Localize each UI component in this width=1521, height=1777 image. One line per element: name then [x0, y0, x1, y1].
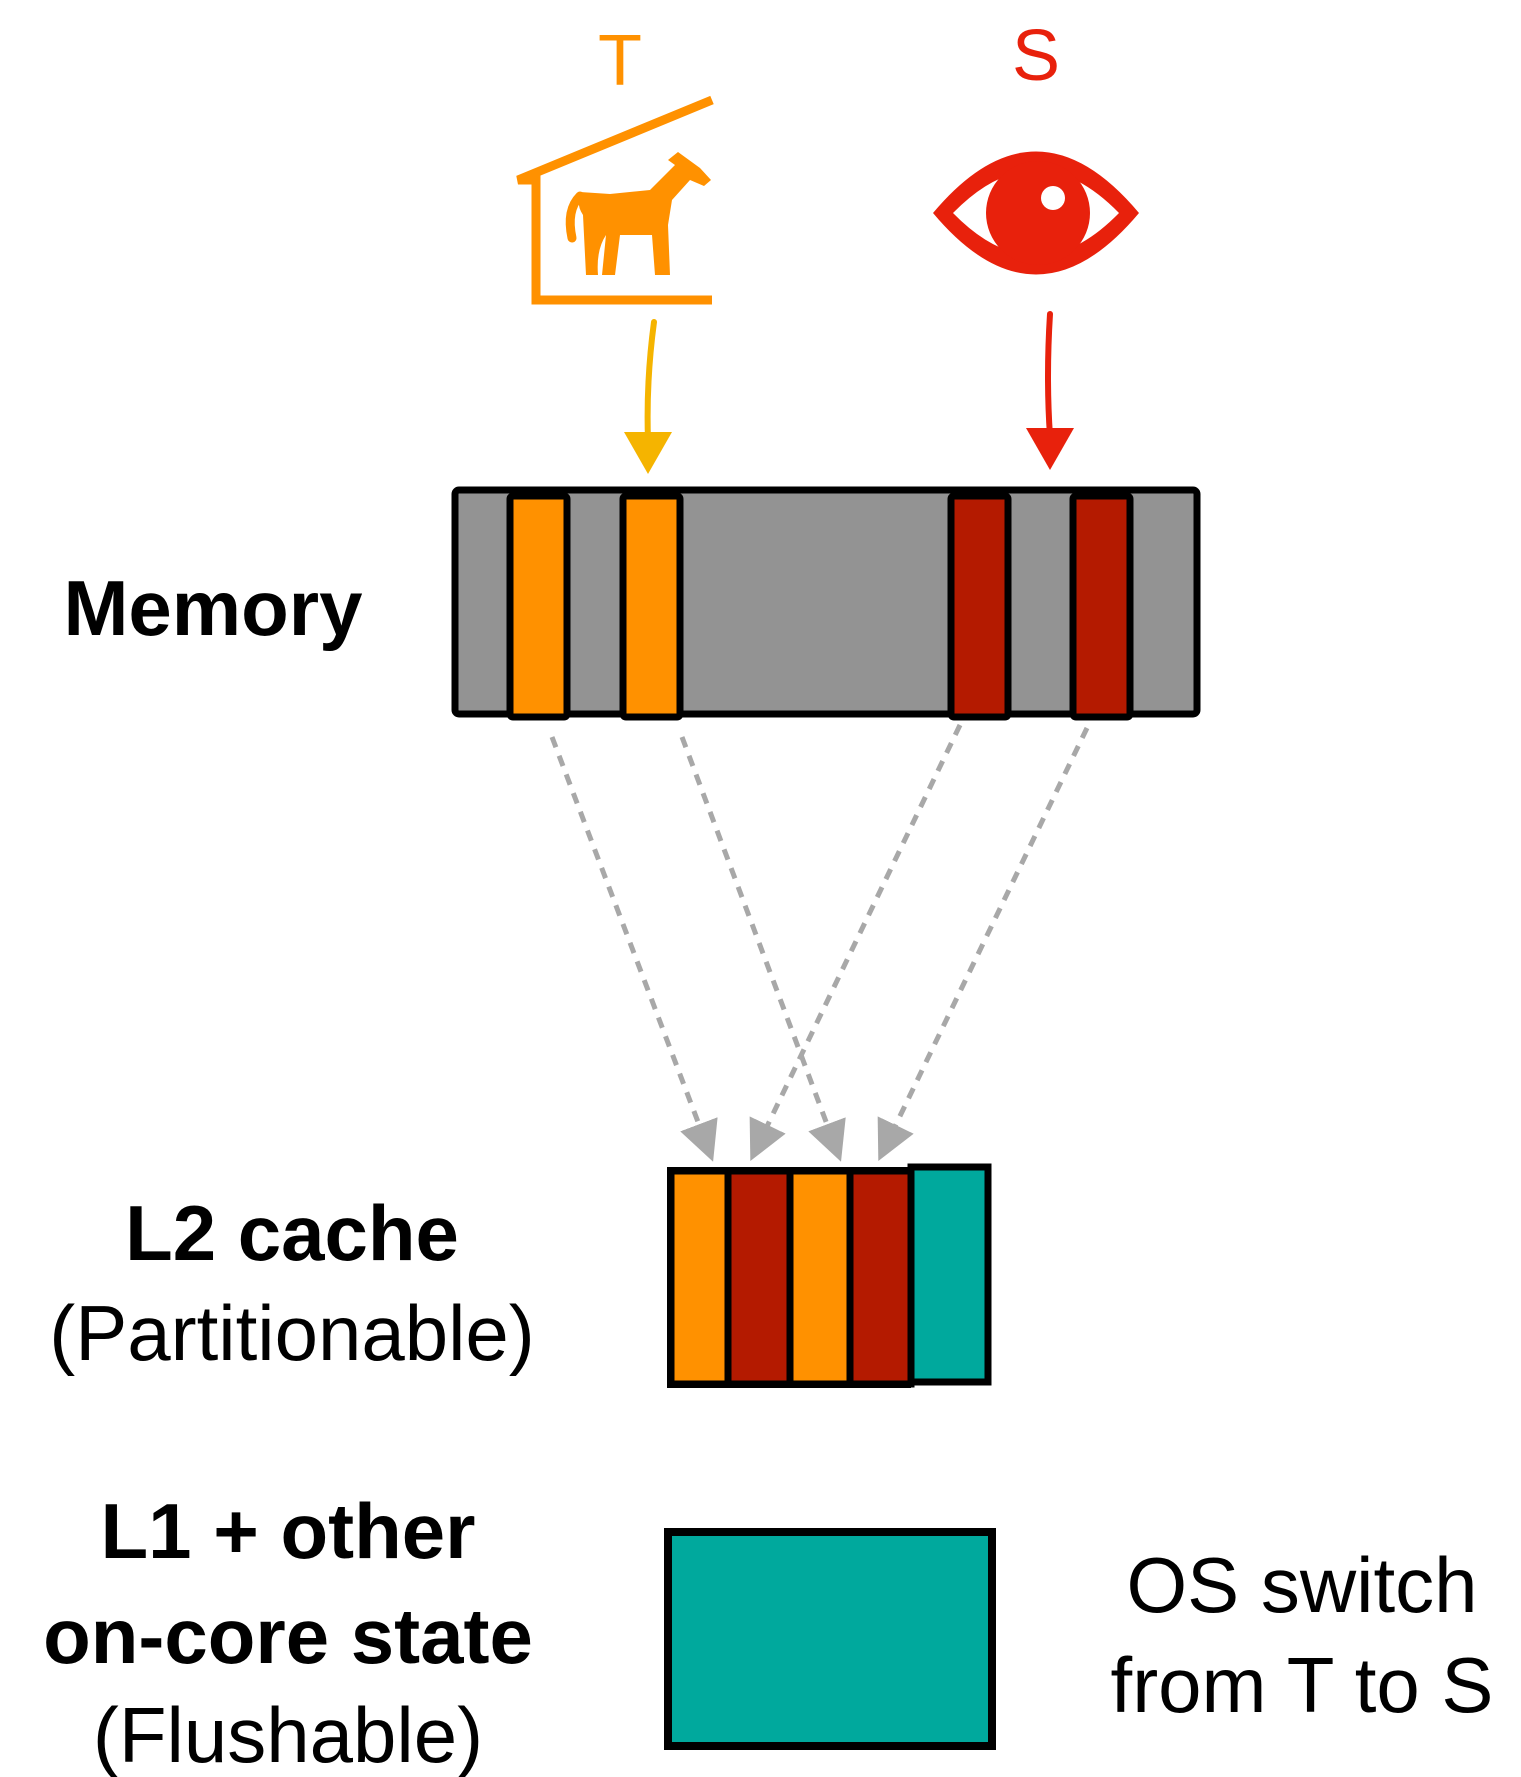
l2-slot-trojan: [786, 1167, 854, 1388]
spy-arrow: [1026, 311, 1074, 470]
memory-slot-spy: [1069, 492, 1134, 721]
mapping-arrow: [877, 726, 1090, 1162]
mapping-arrows: [549, 723, 1090, 1162]
l1-subtitle: (Flushable): [93, 1691, 483, 1777]
l2-cache-label: L2 cache: [125, 1189, 459, 1277]
l2-slot-spy: [724, 1167, 794, 1388]
os-switch-line1: OS switch: [1126, 1541, 1477, 1629]
l1-state-block: [664, 1528, 996, 1750]
mapping-arrow: [749, 723, 963, 1162]
eye-icon: [933, 151, 1139, 275]
horse-in-house-icon: [516, 95, 714, 305]
memory-slot-trojan: [506, 492, 571, 721]
l1-label-line1: L1 + other: [101, 1487, 476, 1575]
spy-label: S: [1012, 16, 1060, 96]
l2-slot-free: [907, 1163, 992, 1386]
l2-slot-spy: [846, 1167, 915, 1388]
os-switch-line2: from T to S: [1111, 1641, 1494, 1729]
trojan-label: T: [598, 21, 642, 101]
l2-cache-subtitle: (Partitionable): [49, 1289, 535, 1377]
memory-label: Memory: [63, 564, 362, 652]
l2-cache-block: [667, 1163, 992, 1388]
mapping-arrow: [549, 736, 718, 1162]
l2-slot-trojan: [667, 1167, 732, 1388]
memory-slot-spy: [947, 492, 1012, 721]
l1-label-line2: on-core state: [43, 1592, 533, 1680]
memory-slot-trojan: [619, 492, 684, 721]
mapping-arrow: [679, 736, 846, 1162]
trojan-arrow: [624, 319, 672, 474]
memory-bar: [451, 486, 1201, 721]
